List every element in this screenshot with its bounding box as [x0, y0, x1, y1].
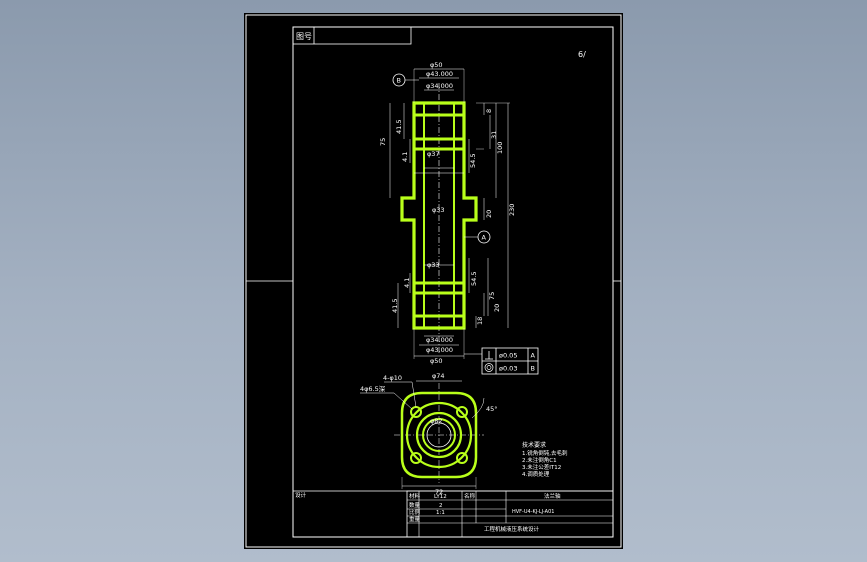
roughness-mark: 6/: [578, 50, 586, 59]
tb-material-label: 材料: [409, 492, 421, 500]
tb-name-value: 法兰轴: [544, 492, 561, 500]
bolt-circle: [405, 401, 473, 469]
tol-datum-2: B: [531, 365, 535, 373]
tol-value-1: 0.05: [503, 352, 517, 360]
svg-text:ø0.05: ø0.05: [499, 352, 517, 360]
lower-collar: [412, 281, 466, 295]
end-dim-holes: 4-φ10: [383, 374, 402, 382]
dim-lower-ring: 18: [476, 317, 484, 325]
end-view: 4-φ10 4φ6.5深 φ74 φ82 45° 72: [360, 372, 498, 496]
svg-text:ø0.03: ø0.03: [499, 365, 517, 373]
tb-scale-label: 比例: [409, 508, 421, 516]
dim-lower-len: 20: [493, 304, 501, 312]
flange-outline: [400, 391, 478, 479]
tb-name-label: 名称: [464, 492, 476, 500]
dim-small-length: 4.1: [401, 152, 409, 162]
tb-left-label: 设计: [295, 491, 307, 499]
dim-right-total: 230: [508, 204, 516, 216]
dim-right-mid: 54.5: [469, 154, 477, 168]
tb-company: 工程机械液压系统设计: [484, 525, 540, 533]
dim-bottom-length: 41.5: [391, 299, 399, 313]
dim-right-col2: 31: [490, 131, 498, 139]
dim-bot-outer: φ50: [430, 357, 443, 365]
dim-lower-bore: φ33: [427, 261, 440, 269]
dim-right-col3: 100: [496, 142, 504, 154]
tolerance-frame: ø0.05 A ø0.03 B: [464, 347, 539, 375]
dim-bottom-small: 4.1: [403, 278, 411, 288]
tb-weight-label: 重量: [409, 515, 421, 523]
end-dim-width: 72: [435, 488, 443, 496]
tb-qty-value: 2: [439, 503, 443, 509]
title-block: 设计 材料 LY12 数量 2 比例 1:1 重量 名称 法兰轴 HVF-U4-…: [293, 490, 614, 538]
notes-line-2: 2.未注倒角C1: [522, 456, 557, 464]
tb-material-value: LY12: [434, 494, 447, 500]
notes-line-3: 3.未注公差IT12: [522, 463, 561, 471]
concentricity-symbol: [484, 363, 494, 372]
side-view: φ50 φ43.000 φ34.000 B 75 41.5 4.1 φ37 8 …: [379, 61, 516, 365]
tb-qty-label: 数量: [409, 501, 421, 509]
drawing-sheet: 图号 6/ φ50 φ43.000 φ34.000 B 75: [244, 13, 623, 549]
end-dim-flange: φ74: [432, 372, 445, 380]
notes-line-1: 1.锐角倒钝,去毛刺: [522, 449, 568, 457]
cad-drawing: 图号 6/ φ50 φ43.000 φ34.000 B 75: [245, 14, 622, 548]
dim-lower-span: 75: [488, 292, 496, 300]
notes-line-4: 4.调质处理: [522, 470, 550, 478]
end-dim-angle: 45°: [486, 405, 498, 413]
inner-circle: [426, 422, 452, 448]
dim-right-top: 8: [485, 109, 493, 113]
datum-a-label: A: [482, 234, 487, 242]
dim-top-outer: φ50: [430, 61, 443, 69]
tb-drawing-no: HVF-U4-KJ-LJ-A01: [512, 509, 554, 515]
dim-upper-bore: φ37: [427, 150, 440, 158]
dim-bot-inner: φ34.000: [426, 336, 453, 344]
upper-collar: [412, 137, 466, 151]
header-box: [292, 26, 412, 45]
dim-top-outer-length: 75: [379, 138, 387, 146]
notes-title: 技术要求: [522, 441, 546, 449]
end-dim-holes-deep: 4φ6.5深: [360, 384, 386, 393]
hub-bore: [422, 418, 456, 452]
dim-waist: φ33: [432, 206, 445, 214]
dim-lower: 54.5: [470, 272, 478, 286]
tol-datum-1: A: [531, 352, 536, 360]
dim-top-ring-length: 41.5: [395, 120, 403, 134]
bolt-hole-bl: [410, 452, 422, 464]
datum-b-label: B: [397, 77, 401, 85]
top-ring: [412, 101, 466, 117]
header-corner-label: 图号: [296, 32, 312, 41]
hub-outer: [415, 411, 463, 459]
bolt-hole-tr: [456, 406, 468, 418]
dim-bot-mid: φ43.000: [426, 346, 453, 354]
dim-top-inner: φ34.000: [426, 82, 453, 90]
bottom-ring: [412, 314, 466, 330]
bolt-hole-br: [456, 452, 468, 464]
tb-scale-value: 1:1: [436, 510, 445, 516]
technical-notes: 技术要求 1.锐角倒钝,去毛刺 2.未注倒角C1 3.未注公差IT12 4.调质…: [522, 441, 568, 478]
tol-value-2: 0.03: [503, 365, 517, 373]
dim-top-mid: φ43.000: [426, 70, 453, 78]
end-dim-center: φ82: [430, 417, 443, 425]
dim-right-tab: 20: [485, 210, 493, 218]
